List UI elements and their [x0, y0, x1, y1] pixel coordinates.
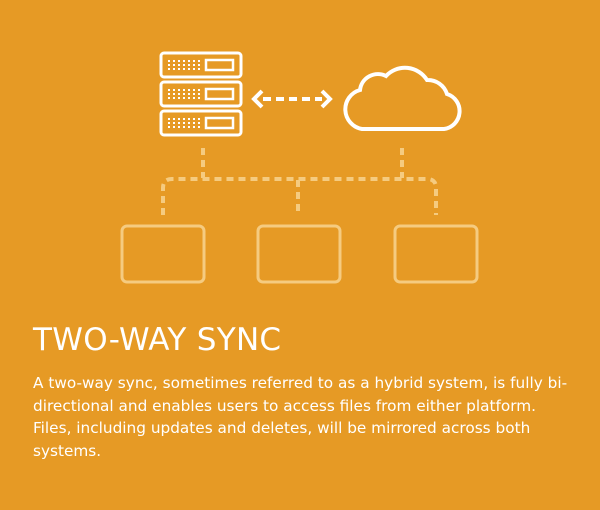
page-title: TWO-WAY SYNC	[33, 322, 282, 358]
server-icon	[159, 51, 243, 137]
client-box-icon	[120, 224, 479, 284]
connector-lines	[161, 148, 438, 215]
cloud-icon	[343, 65, 462, 131]
bidirectional-arrow-icon	[251, 89, 333, 109]
sync-diagram	[120, 51, 479, 284]
description-text: A two-way sync, sometimes referred to as…	[33, 374, 568, 460]
